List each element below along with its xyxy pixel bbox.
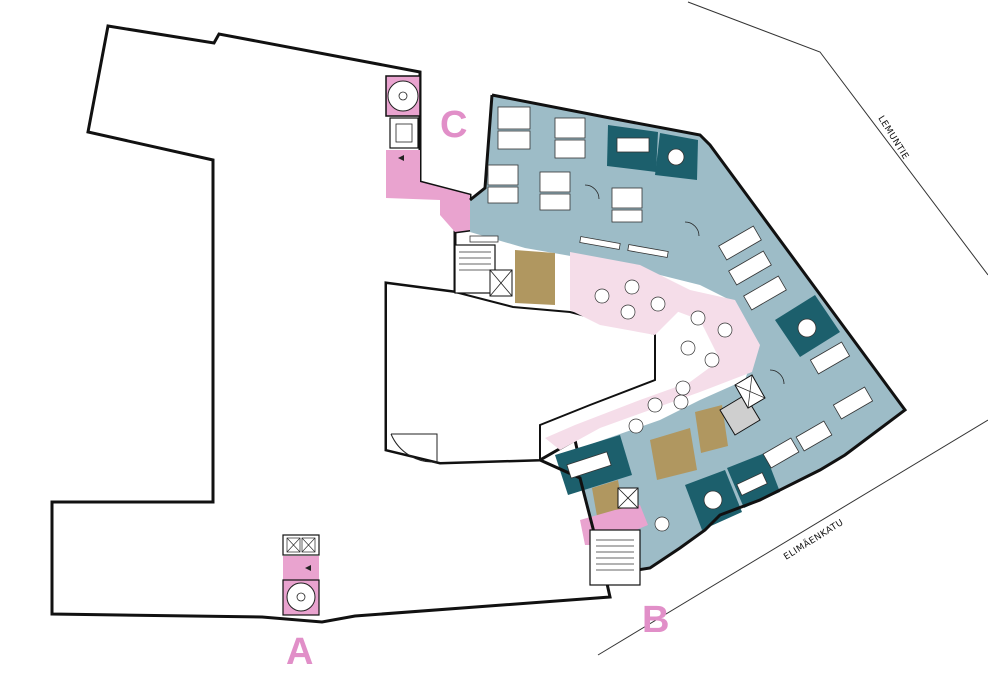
desk-cluster [497,106,531,150]
entrance-label-b: B [642,599,669,641]
lounge-zone [545,255,760,450]
street-lines [597,1,988,656]
core-a [282,534,320,616]
meeting-tables [566,137,817,510]
elevator-icon [389,117,419,149]
desk-cluster [554,117,586,159]
spiral-stair-icon [286,582,316,612]
office-north-wall [469,94,494,202]
courtyard [385,281,656,465]
door-swing-icon [584,184,785,385]
desk-cluster [809,341,874,420]
entrance-label-c: C [440,104,467,146]
courtyard-door [391,433,438,462]
service-room-3 [695,405,728,453]
lemuntie-street-line [687,1,988,276]
desk-cluster [539,171,571,211]
desk-clusters [469,106,874,469]
street-label-elimaenkatu: ELIMÄENKATU [782,517,846,563]
desk-cluster [718,225,787,311]
core-b [589,487,641,586]
desk-cluster [611,187,643,223]
desk-cluster [762,420,833,469]
service-room-2 [650,428,697,480]
core-north [454,244,513,297]
desk-cluster [487,164,519,204]
office-outer-wall [491,93,908,577]
service-room-1 [515,250,555,305]
spiral-stair-icon [387,80,419,112]
circulation-c [386,150,470,232]
elevator-icon [282,534,320,556]
core-c [385,75,421,161]
elimaenkatu-street-line [597,419,988,656]
round-tables [594,279,733,532]
circulation-a [283,556,319,580]
street-label-lemuntie: LEMUNTIE [875,114,910,161]
courtyard-door-swing [390,433,438,463]
bench-row [469,235,669,258]
core-center [719,374,766,436]
entrance-label-a: A [286,631,313,673]
